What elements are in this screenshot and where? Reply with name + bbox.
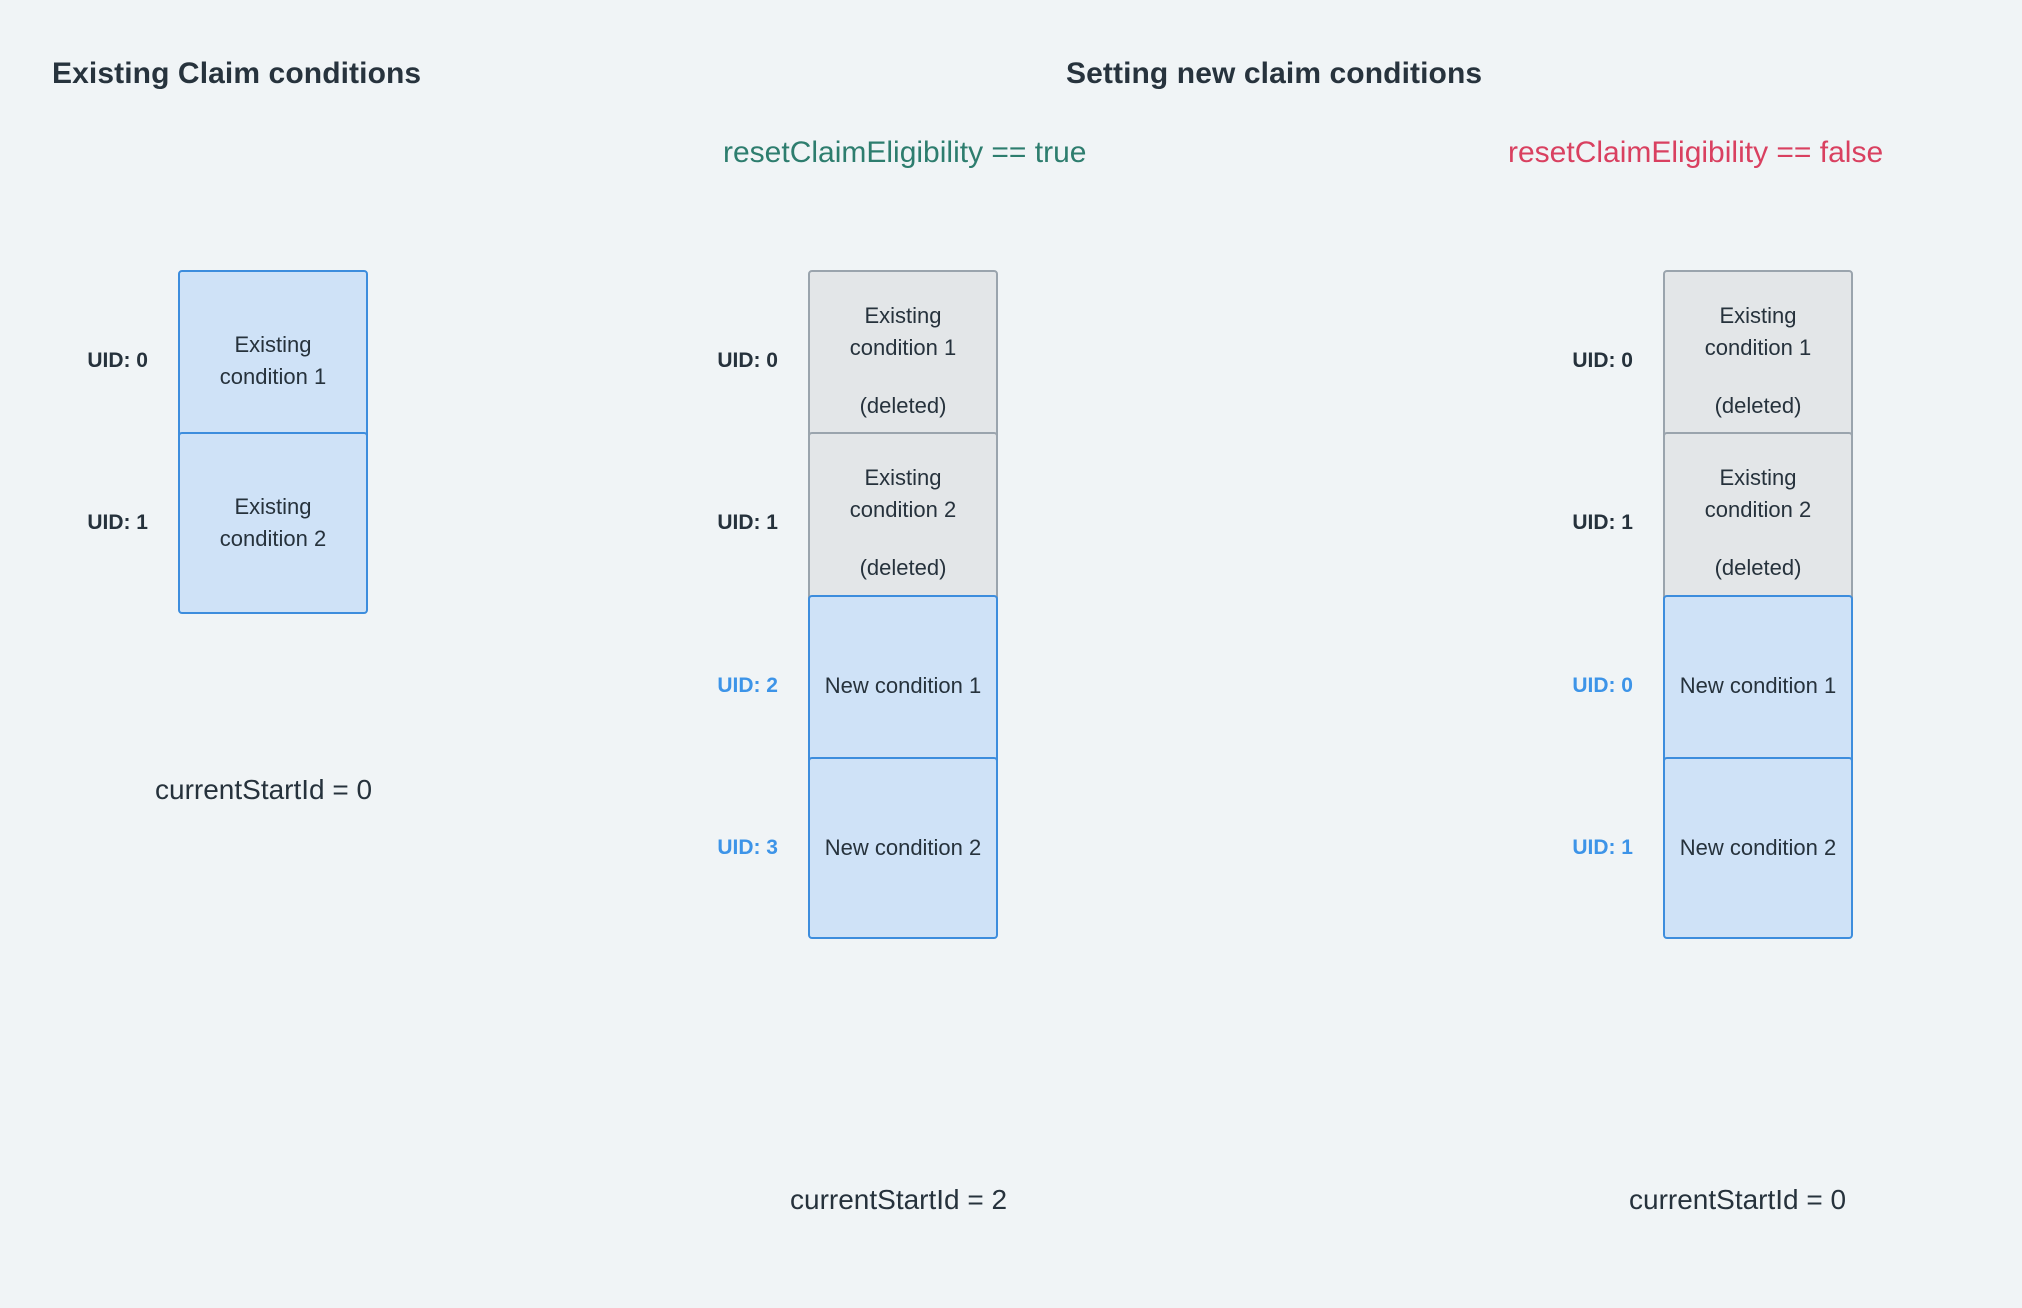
- condition-box: New condition 2: [808, 757, 998, 939]
- condition-row: UID: 0 Existing condition 1 (deleted): [1545, 270, 1853, 452]
- condition-box-title: Existing condition 1: [849, 303, 957, 361]
- condition-box-status: (deleted): [859, 554, 947, 580]
- condition-row: UID: 1 Existing condition 2 (deleted): [690, 432, 998, 614]
- condition-box-title: New condition 2: [1679, 835, 1837, 861]
- condition-row: UID: 0 Existing condition 1 (deleted): [690, 270, 998, 452]
- uid-label: UID: 1: [1572, 836, 1633, 859]
- condition-box-title: Existing condition 2: [219, 494, 327, 551]
- condition-row: UID: 1 Existing condition 2 (deleted): [1545, 432, 1853, 614]
- uid-label: UID: 0: [1572, 674, 1633, 697]
- condition-row: UID: 0 New condition 1: [1545, 595, 1853, 777]
- condition-box-status: (deleted): [859, 392, 947, 418]
- condition-box-title: New condition 1: [1679, 673, 1837, 699]
- condition-row: UID: 2 New condition 1: [690, 595, 998, 777]
- uid-label: UID: 2: [717, 674, 778, 697]
- uid-label: UID: 0: [87, 349, 148, 372]
- condition-box-title: New condition 2: [824, 835, 982, 861]
- condition-row: UID: 0 Existing condition 1: [60, 270, 368, 452]
- uid-label: UID: 1: [87, 511, 148, 534]
- page-title-new-conditions: Setting new claim conditions: [1066, 57, 1483, 90]
- condition-row: UID: 1 New condition 2: [1545, 757, 1853, 939]
- uid-label: UID: 3: [717, 836, 778, 859]
- uid-label: UID: 1: [717, 511, 778, 534]
- condition-box-title: New condition 1: [824, 673, 982, 699]
- condition-box: New condition 1: [808, 595, 998, 777]
- condition-box-title: Existing condition 2: [1704, 465, 1812, 523]
- uid-label: UID: 0: [1572, 349, 1633, 372]
- condition-box-status: (deleted): [1714, 554, 1802, 580]
- condition-box: Existing condition 1: [178, 270, 368, 452]
- condition-box-deleted: Existing condition 1 (deleted): [1663, 270, 1853, 452]
- current-start-id-reset-false: currentStartId = 0: [1629, 1184, 1847, 1215]
- condition-box: Existing condition 2: [178, 432, 368, 614]
- condition-box-title: Existing condition 1: [1704, 303, 1812, 361]
- condition-box-title: Existing condition 2: [849, 465, 957, 523]
- condition-expression-reset-true: resetClaimEligibility == true: [723, 136, 1087, 169]
- condition-row: UID: 3 New condition 2: [690, 757, 998, 939]
- condition-box: New condition 1: [1663, 595, 1853, 777]
- current-start-id-existing: currentStartId = 0: [155, 774, 373, 805]
- current-start-id-reset-true: currentStartId = 2: [790, 1184, 1008, 1215]
- condition-row: UID: 1 Existing condition 2: [60, 432, 368, 614]
- uid-label: UID: 1: [1572, 511, 1633, 534]
- condition-box-status: (deleted): [1714, 392, 1802, 418]
- condition-box-deleted: Existing condition 2 (deleted): [808, 432, 998, 614]
- condition-expression-reset-false: resetClaimEligibility == false: [1508, 136, 1884, 169]
- condition-box: New condition 2: [1663, 757, 1853, 939]
- uid-label: UID: 0: [717, 349, 778, 372]
- condition-box-title: Existing condition 1: [219, 332, 327, 389]
- condition-box-deleted: Existing condition 1 (deleted): [808, 270, 998, 452]
- condition-box-deleted: Existing condition 2 (deleted): [1663, 432, 1853, 614]
- page-title-existing-conditions: Existing Claim conditions: [52, 57, 422, 90]
